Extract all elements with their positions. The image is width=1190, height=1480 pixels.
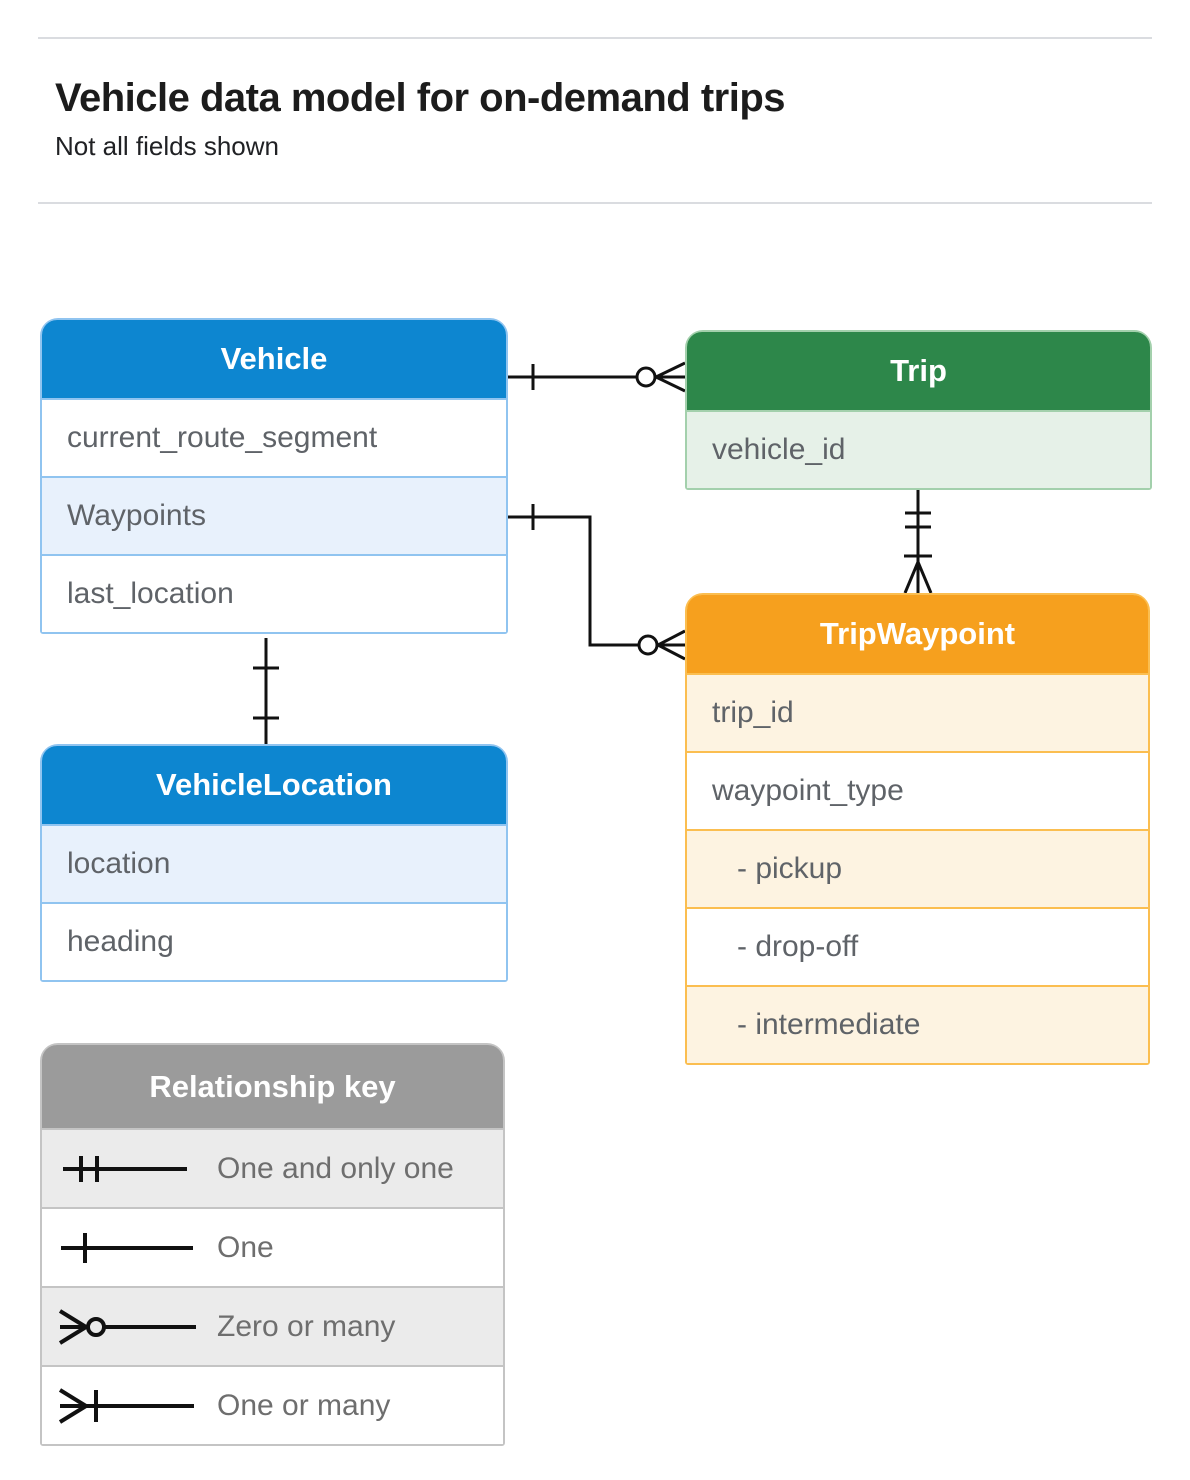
- connector-vehicle-vehiclelocation: [253, 638, 279, 744]
- field-heading: heading: [42, 902, 506, 980]
- field-vehicle-id: vehicle_id: [687, 410, 1150, 488]
- relationship-key-header: Relationship key: [42, 1045, 503, 1128]
- connector-waypoints-tripwaypoint: [508, 504, 686, 661]
- entity-vehiclelocation: VehicleLocation location heading: [40, 744, 508, 982]
- field-waypoint-type: waypoint_type: [687, 751, 1148, 829]
- field-waypoint-type-intermediate: - intermediate: [687, 985, 1148, 1063]
- top-divider: [38, 37, 1152, 39]
- legend-row-one-or-many: One or many: [42, 1365, 503, 1444]
- field-waypoints: Waypoints: [42, 476, 506, 554]
- entity-trip-header: Trip: [687, 332, 1150, 410]
- legend-row-one: One: [42, 1207, 503, 1286]
- legend-label: One: [217, 1230, 274, 1264]
- legend-label: One or many: [217, 1388, 391, 1422]
- entity-trip: Trip vehicle_id: [685, 330, 1152, 490]
- entity-vehicle: Vehicle current_route_segment Waypoints …: [40, 318, 508, 634]
- page-title: Vehicle data model for on-demand trips: [55, 76, 786, 120]
- field-current-route-segment: current_route_segment: [42, 398, 506, 476]
- subtitle-divider: [38, 202, 1152, 204]
- legend-row-zero-or-many: Zero or many: [42, 1286, 503, 1365]
- legend-label: Zero or many: [217, 1309, 396, 1343]
- zero-or-many-icon: [59, 1308, 196, 1345]
- one-icon: [61, 1232, 193, 1263]
- field-waypoint-type-pickup: - pickup: [687, 829, 1148, 907]
- connector-vehicle-trip: [508, 361, 686, 393]
- legend-row-one-and-only-one: One and only one: [42, 1128, 503, 1207]
- field-location: location: [42, 824, 506, 902]
- entity-tripwaypoint-header: TripWaypoint: [687, 595, 1148, 673]
- field-last-location: last_location: [42, 554, 506, 632]
- one-or-many-icon: [59, 1387, 194, 1424]
- relationship-key: Relationship key One and only one One: [40, 1043, 505, 1446]
- entity-tripwaypoint: TripWaypoint trip_id waypoint_type - pic…: [685, 593, 1150, 1065]
- field-trip-id: trip_id: [687, 673, 1148, 751]
- legend-label: One and only one: [217, 1151, 454, 1185]
- page-subtitle: Not all fields shown: [55, 131, 279, 161]
- field-waypoint-type-dropoff: - drop-off: [687, 907, 1148, 985]
- one-and-only-one-icon: [63, 1155, 187, 1182]
- entity-vehiclelocation-header: VehicleLocation: [42, 746, 506, 824]
- connector-trip-tripwaypoint: [903, 490, 933, 594]
- entity-vehicle-header: Vehicle: [42, 320, 506, 398]
